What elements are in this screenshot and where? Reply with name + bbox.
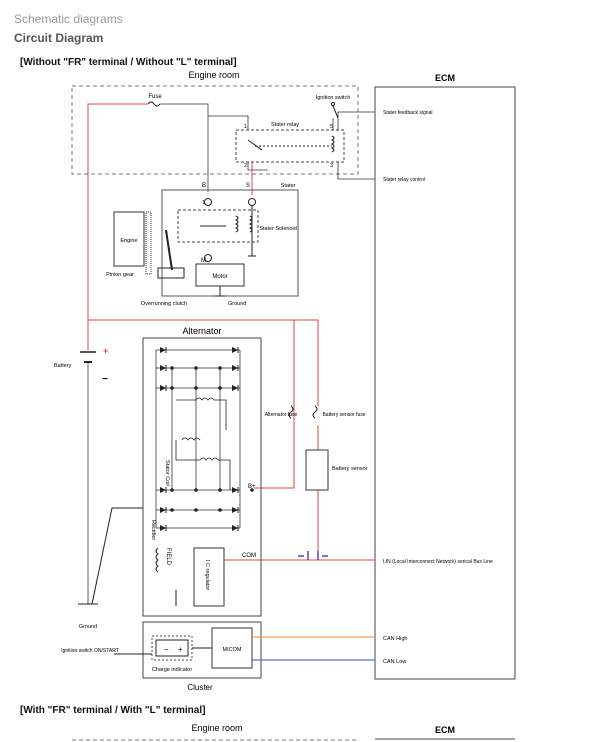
relay-pin-1: 1 <box>244 124 247 130</box>
fuse-label: Fuse <box>148 94 162 100</box>
terminal-m <box>204 254 212 262</box>
page-title: Circuit Diagram <box>14 31 104 45</box>
ignition-switch-lever <box>332 105 339 119</box>
lin-marker <box>298 551 328 560</box>
field-label: FIELD <box>165 548 171 566</box>
can-high-label: CAN High <box>383 636 407 642</box>
cluster-label: Cluster <box>187 683 213 692</box>
alternator-fuse-label: Alternator fuse <box>265 412 298 418</box>
ring-gear <box>145 211 152 275</box>
ecm-box <box>374 86 516 680</box>
com-label: COM <box>242 553 256 559</box>
ecm-label-2: ECM <box>435 725 455 735</box>
can-low-label: CAN Low <box>383 659 406 665</box>
charge-indicator-label: Charge indicator <box>152 667 193 673</box>
starter-feedback-label: Stater feedback signal <box>383 110 432 116</box>
terminal-s-label: S <box>246 183 250 189</box>
terminal-m-label: M <box>201 258 206 264</box>
engine-room-box <box>71 85 359 175</box>
relay-coil <box>330 135 335 153</box>
ic-regulator-box <box>193 547 225 607</box>
b-plus-label: B+ <box>248 484 256 490</box>
b-plus-terminal <box>250 488 254 492</box>
battery-sensor-fuse-symbol <box>312 405 318 419</box>
ignition-switch-label: Ignition switch <box>316 95 351 101</box>
ground2-label: Ground <box>79 624 97 630</box>
breadcrumb[interactable]: Schematic diagrams <box>14 12 123 26</box>
alternator-fuse-symbol <box>288 405 294 419</box>
terminal-s <box>248 198 256 206</box>
ignition-switch-contact <box>331 102 335 106</box>
overrunning-clutch <box>157 267 185 279</box>
micom-label: MICOM <box>223 647 242 653</box>
starter-relay-label: Stater relay <box>271 122 299 128</box>
battery-sensor-box <box>305 449 329 491</box>
battery-sensor-fuse-label: Battery sensor fuse <box>322 412 365 418</box>
diode-array <box>159 346 239 532</box>
charge-minus-sign: − <box>164 645 169 654</box>
charge-plus-sign: + <box>178 645 183 654</box>
engine-room-label-2: Engine room <box>191 723 242 733</box>
rectifier-grid <box>155 349 241 529</box>
relay-pin-2: 2 <box>244 163 247 169</box>
starter-relay-control-label: Stater relay control <box>383 177 425 183</box>
relay-switch <box>247 139 263 151</box>
fuse-symbol <box>147 101 161 107</box>
pinion-gear-label: Pinion gear <box>106 272 134 278</box>
lin-label: LIN (Local Interconnect Network) serical… <box>383 559 493 565</box>
starter-pin-1: 1 <box>202 200 205 206</box>
ignition-switch-on-label: Ignition switch ON/START <box>61 648 119 654</box>
overrunning-clutch-label: Overrunning clutch <box>141 301 187 307</box>
alternator-label: Alternator <box>182 326 221 336</box>
solenoid-coil-1 <box>234 215 239 233</box>
terminal-b <box>204 198 212 206</box>
stator-coil-label: Stator Coil <box>164 460 170 486</box>
cluster-box <box>142 621 262 679</box>
engine-room-label: Engine room <box>188 70 239 80</box>
solenoid-box <box>177 209 259 243</box>
engine-label: Engine <box>120 238 137 244</box>
relay-pin-5: 5 <box>330 124 333 130</box>
alternator-ground-wire <box>91 507 143 605</box>
battery-plus-sign: + <box>103 346 108 356</box>
engine-block <box>113 211 145 267</box>
ground-label: Ground <box>228 301 246 307</box>
ecm-label: ECM <box>435 73 455 83</box>
battery-minus-sign: − <box>102 374 108 385</box>
shift-lever <box>165 229 173 271</box>
alternator-box <box>142 337 262 617</box>
wires-dark <box>160 103 375 192</box>
battery-sensor-label: Battery sensor <box>332 466 368 472</box>
ic-regulator-label: I.C regulator <box>204 560 210 590</box>
relay-pin-3: 3 <box>330 163 333 169</box>
battery-label: Battery <box>54 363 72 369</box>
starter-box <box>161 189 299 297</box>
section-title-with-fr: [With "FR" terminal / With "L" terminal] <box>20 705 206 716</box>
motor-label: Motor <box>212 274 227 280</box>
terminal-b-label: B <box>202 183 206 189</box>
field-coil <box>155 547 159 573</box>
stator-coils <box>175 397 231 490</box>
rectifier-label: Rectifier <box>150 520 156 540</box>
charge-indicator-icon <box>155 639 189 657</box>
section-title-without-fr: [Without "FR" terminal / Without "L" ter… <box>20 57 237 68</box>
starter-label: Stater <box>281 183 296 189</box>
solenoid-label: Stater Solenoid <box>259 226 297 232</box>
